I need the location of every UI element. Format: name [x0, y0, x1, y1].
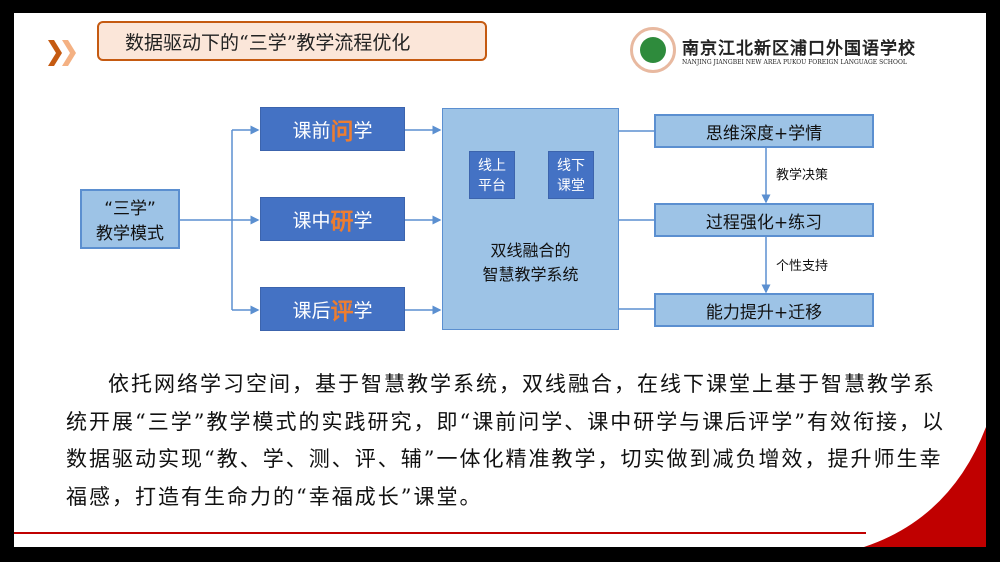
stage-box-in-class: 课中研学 — [260, 197, 405, 241]
page-title: 数据驱动下的“三学”教学流程优化 — [97, 21, 487, 61]
mode-line: “三学” — [104, 199, 156, 219]
offline-line: 线下 — [557, 158, 585, 174]
chevron-icon — [48, 40, 62, 66]
stage-label: 课前 — [292, 119, 331, 142]
description-paragraph: 依托网络学习空间，基于智慧教学系统，双线融合，在线下课堂上基于智慧教学系统开展“… — [66, 366, 956, 516]
link-label: 教学决策 — [776, 168, 829, 183]
stage-label: 课后 — [292, 299, 331, 322]
school-seal-icon — [630, 27, 676, 73]
school-logo: 南京江北新区浦口外国语学校 NANJING JIANGBEI NEW AREA … — [630, 27, 916, 73]
online-line: 线上 — [478, 158, 506, 174]
smart-system-box — [442, 108, 619, 330]
online-line: 平台 — [478, 178, 506, 194]
outcome-box: 过程强化+练习 — [654, 203, 874, 237]
paragraph-text: 依托网络学习空间，基于智慧教学系统，双线融合，在线下课堂上基于智慧教学系统开展“… — [66, 372, 945, 509]
stage-label: 学 — [353, 209, 373, 232]
system-line: 智慧教学系统 — [482, 265, 579, 284]
school-name-en: NANJING JIANGBEI NEW AREA PUKOU FOREIGN … — [682, 59, 907, 66]
sanxue-mode-box: “三学” 教学模式 — [80, 189, 180, 249]
offline-class-box: 线下课堂 — [548, 151, 594, 199]
online-platform-box: 线上平台 — [469, 151, 515, 199]
school-name-cn: 南京江北新区浦口外国语学校 — [682, 39, 916, 59]
stage-box-pre-class: 课前问学 — [260, 107, 405, 151]
slide: 数据驱动下的“三学”教学流程优化 南京江北新区浦口外国语学校 NANJING J… — [14, 13, 986, 547]
stage-box-post-class: 课后评学 — [260, 287, 405, 331]
chevron-icon — [62, 40, 76, 66]
outcome-box: 能力提升+迁移 — [654, 293, 874, 327]
stage-key: 研 — [330, 209, 354, 235]
link-label: 个性支持 — [776, 259, 829, 274]
smart-system-label: 双线融合的智慧教学系统 — [442, 233, 619, 289]
stage-key: 问 — [330, 119, 354, 145]
offline-line: 课堂 — [557, 178, 585, 194]
stage-key: 评 — [330, 299, 354, 325]
system-line: 双线融合的 — [490, 241, 571, 260]
stage-label: 学 — [353, 299, 373, 322]
footer-divider — [14, 532, 866, 534]
mode-line: 教学模式 — [96, 224, 164, 244]
stage-label: 课中 — [292, 209, 331, 232]
decorative-red-curve — [864, 427, 986, 547]
outcome-box: 思维深度+学情 — [654, 114, 874, 148]
stage-label: 学 — [353, 119, 373, 142]
